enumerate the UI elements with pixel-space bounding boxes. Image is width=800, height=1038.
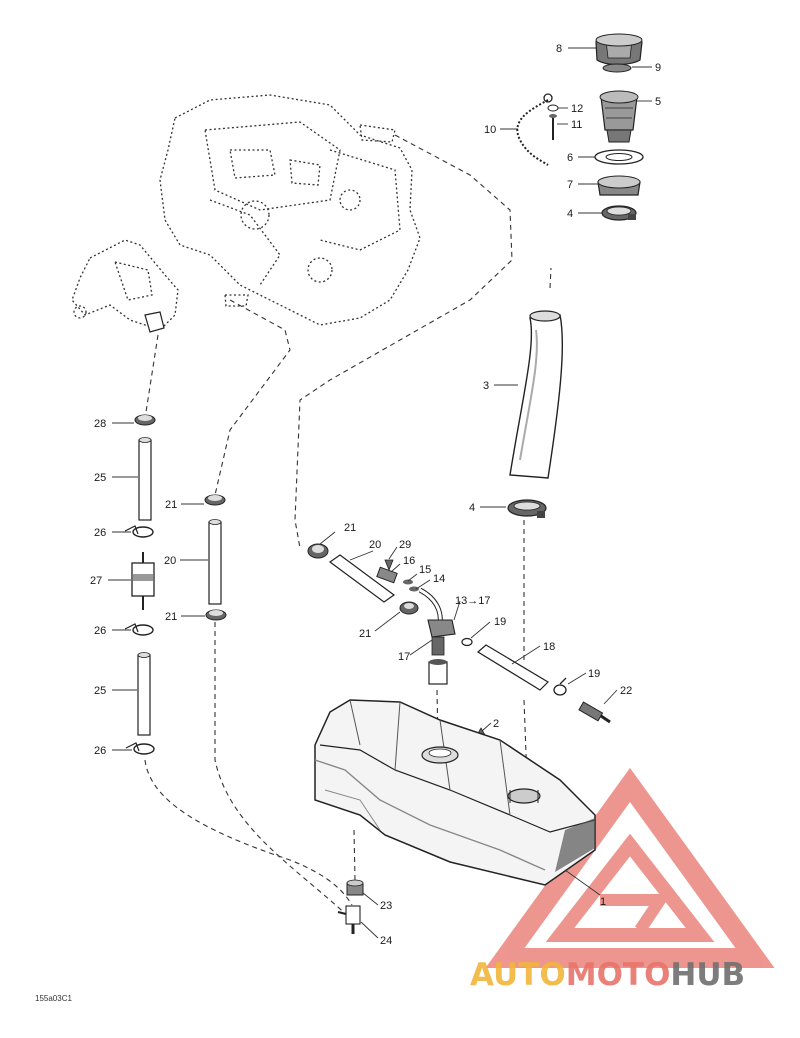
label-part-24: 24: [380, 935, 392, 947]
clamp-19a: [461, 637, 473, 647]
label-part-21-a: 21: [165, 499, 177, 511]
clamp-21a: [204, 494, 226, 506]
label-part-1: 1: [600, 896, 606, 908]
label-part-11: 11: [571, 119, 582, 131]
clamp-21b: [205, 609, 227, 621]
label-part-21-d: 21: [359, 628, 371, 640]
label-part-18: 18: [543, 641, 555, 653]
grommet-23: [346, 879, 364, 896]
hose-20-right: [328, 554, 396, 603]
label-part-25-upper: 25: [94, 472, 106, 484]
fuel-tank: [314, 699, 596, 886]
washer-12: [547, 104, 559, 112]
clamp-19b: [553, 677, 567, 696]
filler-hose: [509, 310, 564, 479]
hose-25-upper: [138, 437, 152, 521]
label-part-28: 28: [94, 418, 106, 430]
connector-16: [376, 566, 398, 584]
label-part-26-c: 26: [94, 745, 106, 757]
filler-cap: [595, 33, 643, 66]
oring-15-14: [403, 579, 419, 592]
label-part-25-lower: 25: [94, 685, 106, 697]
screw-11: [549, 114, 557, 140]
label-part-21-c: 21: [344, 522, 356, 534]
label-part-17: 17: [398, 651, 410, 663]
label-part-23: 23: [380, 900, 392, 912]
label-part-7: 7: [567, 179, 573, 191]
tether-chain: [516, 93, 553, 166]
part-labels: 8 9 5 12 11 10 6 7 4 3 4 28 25 26 27 26 …: [90, 43, 661, 947]
valve-29: [384, 559, 394, 572]
label-part-14: 14: [433, 573, 445, 585]
fuel-filter: [131, 552, 155, 610]
label-part-5: 5: [655, 96, 661, 108]
label-part-10: 10: [484, 124, 496, 136]
flange-gasket: [594, 149, 644, 165]
label-part-8: 8: [556, 43, 562, 55]
label-part-19-b: 19: [588, 668, 600, 680]
engine-outline: [159, 94, 421, 326]
nut-7: [597, 175, 641, 196]
clamp-21c: [307, 543, 329, 559]
label-part-21-b: 21: [165, 611, 177, 623]
label-part-22: 22: [620, 685, 632, 697]
watermark-brand: AUTOMOTOHUB: [470, 957, 745, 993]
label-part-4-bottom: 4: [469, 502, 475, 514]
clamp-26a: [124, 525, 154, 538]
label-part-26-b: 26: [94, 625, 106, 637]
check-valve-22: [578, 701, 611, 724]
watermark-brand-moto: MOTO: [566, 957, 671, 993]
label-part-4-top: 4: [567, 208, 573, 220]
label-part-12: 12: [571, 103, 583, 115]
hose-25-lower: [137, 652, 151, 736]
fitting-17: [427, 619, 456, 685]
watermark-brand-auto: AUTO: [470, 957, 566, 993]
figure-code: 155a03C1: [35, 994, 72, 1003]
label-part-6: 6: [567, 152, 573, 164]
clamp-4-top: [601, 205, 637, 221]
label-part-2: 2: [493, 718, 499, 730]
fitting-24: [337, 905, 361, 934]
label-part-19-a: 19: [494, 616, 506, 628]
label-part-26-a: 26: [94, 527, 106, 539]
filler-neck: [599, 90, 639, 143]
label-part-13-17: 13→17: [455, 595, 490, 607]
hose-18: [476, 644, 549, 691]
clamp-4-bottom: [507, 499, 547, 518]
label-part-20-right: 20: [369, 539, 381, 551]
label-part-16: 16: [403, 555, 415, 567]
cap-gasket: [602, 63, 632, 73]
clamp-28: [134, 414, 156, 426]
label-part-9: 9: [655, 62, 661, 74]
leader-lines: [108, 47, 652, 939]
hose-20-left: [208, 519, 222, 605]
label-part-15: 15: [419, 564, 431, 576]
clamp-26b: [124, 623, 154, 636]
label-part-20-left: 20: [164, 555, 176, 567]
label-part-27: 27: [90, 575, 102, 587]
label-part-3: 3: [483, 380, 489, 392]
label-part-29: 29: [399, 539, 411, 551]
fuel-pump-outline: [71, 239, 179, 333]
watermark-brand-hub: HUB: [670, 957, 745, 993]
clamp-26c: [125, 742, 155, 755]
clamp-21d: [399, 601, 419, 615]
